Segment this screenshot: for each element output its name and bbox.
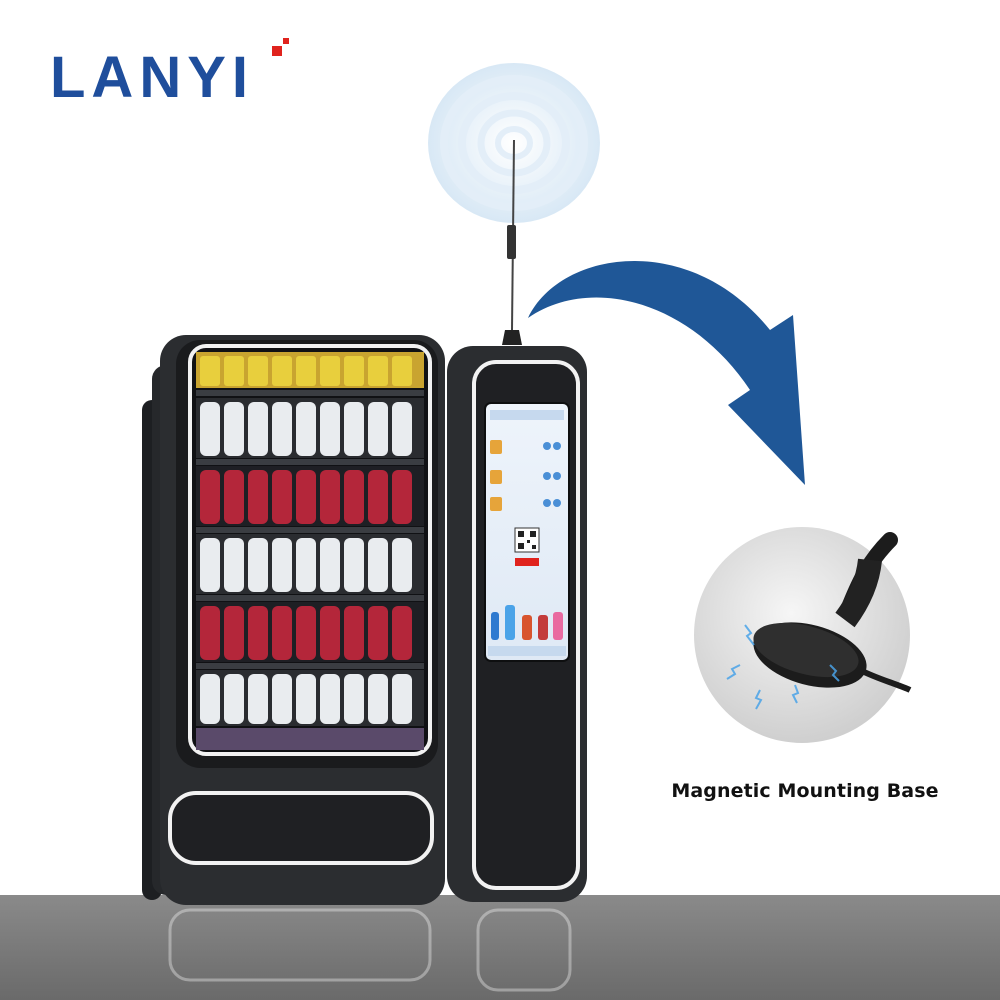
vending-machine xyxy=(142,335,445,905)
antenna-icon xyxy=(502,139,522,345)
product-shelves xyxy=(196,352,424,750)
brand-logo: LANYI xyxy=(50,38,289,110)
qr-code-icon xyxy=(514,527,540,553)
magnetic-base-icon xyxy=(694,527,912,743)
side-cabinet xyxy=(447,346,587,902)
pickup-slot xyxy=(168,791,434,865)
callout-label: Magnetic Mounting Base xyxy=(671,780,939,802)
logo-text: LANYI xyxy=(50,45,254,110)
floor-reflection xyxy=(168,908,572,992)
floor xyxy=(0,895,1000,1000)
curved-arrow-icon xyxy=(528,260,805,485)
logo-accent-icon xyxy=(272,46,282,56)
